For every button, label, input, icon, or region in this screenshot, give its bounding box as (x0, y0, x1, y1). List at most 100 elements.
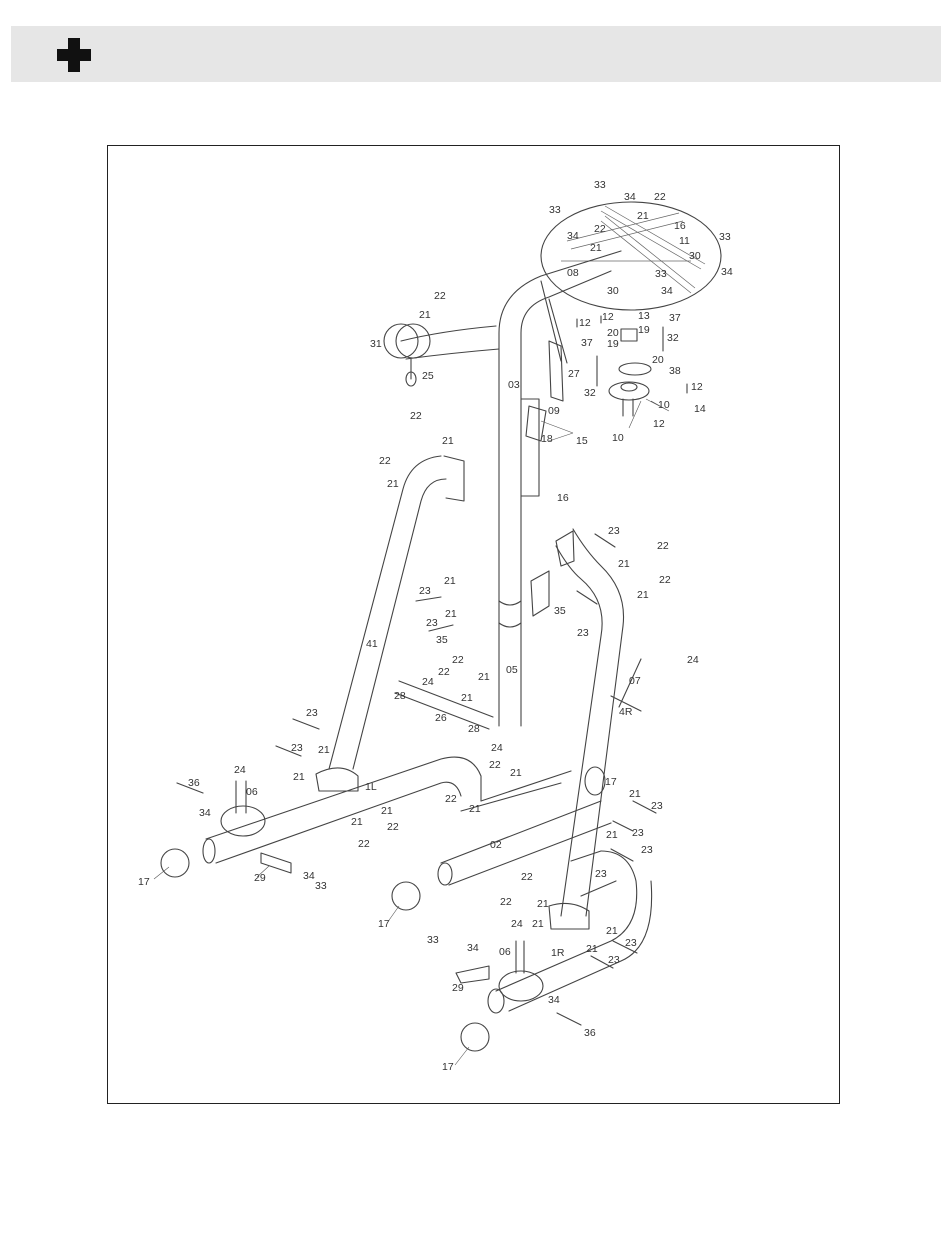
diagram-label: 12 (691, 381, 703, 393)
diagram-label: 20 (652, 354, 664, 366)
diagram-label: 37 (581, 337, 593, 349)
diagram-label: 34 (567, 230, 579, 242)
diagram-label: 21 (532, 918, 544, 930)
diagram-label: 21 (586, 943, 598, 955)
diagram-label: 34 (199, 807, 211, 819)
diagram-label: 34 (721, 266, 733, 278)
diagram-label: 23 (641, 844, 653, 856)
diagram-label: 30 (607, 285, 619, 297)
diagram-label: 19 (607, 338, 619, 350)
diagram-label: 21 (419, 309, 431, 321)
diagram-label: 12 (579, 317, 591, 329)
diagram-label: 22 (594, 223, 606, 235)
diagram-label: 21 (444, 575, 456, 587)
diagram-label: 4R (619, 706, 633, 718)
diagram-label: 34 (624, 191, 636, 203)
diagram-label: 13 (638, 310, 650, 322)
diagram-label: 23 (577, 627, 589, 639)
diagram-label: 21 (537, 898, 549, 910)
diagram-label: 17 (378, 918, 390, 930)
diagram-label: 35 (436, 634, 448, 646)
diagram-label: 32 (667, 332, 679, 344)
diagram-label: 16 (557, 492, 569, 504)
diagram-label: 30 (689, 250, 701, 262)
diagram-label: 10 (658, 399, 670, 411)
base-frame-1L (202, 756, 572, 874)
diagram-label: 33 (655, 268, 667, 280)
diagram-label: 23 (608, 954, 620, 966)
diagram-label: 20 (607, 327, 619, 339)
diagram-label: 34 (661, 285, 673, 297)
diagram-label: 12 (602, 311, 614, 323)
diagram-label: 21 (629, 788, 641, 800)
diagram-label: 23 (419, 585, 431, 597)
diagram-label: 22 (387, 821, 399, 833)
diagram-label: 23 (608, 525, 620, 537)
top-arm (383, 250, 622, 387)
diagram-label: 21 (351, 816, 363, 828)
diagram-label: 06 (246, 786, 258, 798)
diagram-label: 34 (467, 942, 479, 954)
exploded-parts-diagram: 33 34 22 33 21 16 34 22 21 33 11 30 34 0… (138, 179, 733, 1073)
diagram-label: 27 (568, 368, 580, 380)
diagram-label: 23 (595, 868, 607, 880)
diagram-label: 24 (491, 742, 503, 754)
diagram-label: 33 (719, 231, 731, 243)
diagram-label: 23 (426, 617, 438, 629)
diagram-label: 22 (358, 838, 370, 850)
header-bar (11, 26, 941, 82)
diagram-label: 41 (366, 638, 378, 650)
diagram-label: 18 (541, 433, 553, 445)
diagram-label: 14 (694, 403, 706, 415)
diagram-label: 07 (629, 675, 641, 687)
diagram-label: 22 (521, 871, 533, 883)
diagram-label: 22 (500, 896, 512, 908)
diagram-label: 22 (657, 540, 669, 552)
base-frame-1R (455, 850, 653, 1014)
diagram-label: 21 (618, 558, 630, 570)
diagram-label: 24 (511, 918, 523, 930)
bolts (176, 533, 657, 1026)
diagram-label: 21 (469, 803, 481, 815)
diagram-label: 22 (445, 793, 457, 805)
diagram-label: 21 (318, 744, 330, 756)
diagram-label: 21 (478, 671, 490, 683)
left-frame-4L (315, 455, 465, 792)
diagram-label: 23 (625, 937, 637, 949)
base-crossbar-02 (437, 800, 612, 886)
diagram-label: 21 (445, 608, 457, 620)
diagram-label: 24 (234, 764, 246, 776)
swivel-hardware (576, 315, 688, 417)
diagram-label: 17 (138, 876, 150, 888)
diagram-label: 28 (394, 690, 406, 702)
diagram-label: 32 (584, 387, 596, 399)
diagram-label: 09 (548, 405, 560, 417)
diagram-label: 26 (435, 712, 447, 724)
leader-lines (153, 398, 670, 1066)
diagram-label: 34 (303, 870, 315, 882)
diagram-label: 1L (365, 781, 377, 793)
diagram-label: 24 (422, 676, 434, 688)
diagram-label: 31 (370, 338, 382, 350)
diagram-label: 21 (606, 829, 618, 841)
diagram-label: 22 (489, 759, 501, 771)
cross-plus-icon (57, 38, 91, 72)
diagram-label: 21 (510, 767, 522, 779)
diagram-label: 22 (434, 290, 446, 302)
diagram-label: 29 (254, 872, 266, 884)
diagram-label: 15 (576, 435, 588, 447)
diagram-label: 21 (606, 925, 618, 937)
diagram-label: 02 (490, 839, 502, 851)
diagram-label: 03 (508, 379, 520, 391)
diagram-label: 24 (687, 654, 699, 666)
diagram-label: 33 (594, 179, 606, 191)
diagram-label: 34 (548, 994, 560, 1006)
diagram-label: 21 (442, 435, 454, 447)
diagram-label: 29 (452, 982, 464, 994)
diagram-label: 33 (549, 204, 561, 216)
diagram-label: 21 (461, 692, 473, 704)
diagram-label: 1R (551, 947, 565, 959)
diagram-label: 17 (442, 1061, 454, 1073)
diagram-label: 25 (422, 370, 434, 382)
diagram-label: 22 (654, 191, 666, 203)
